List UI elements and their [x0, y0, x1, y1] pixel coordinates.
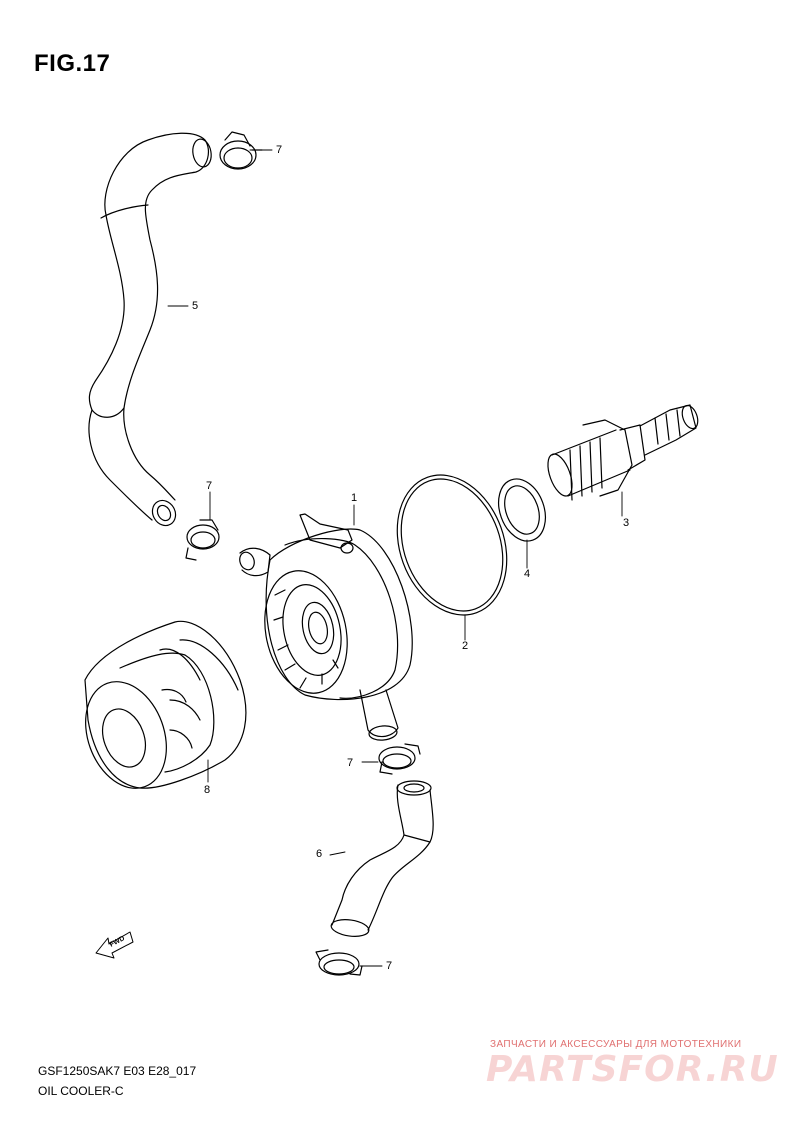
- watermark-logo: PARTSFOR.RU: [486, 1049, 779, 1090]
- fwd-arrow-icon: FWD: [96, 932, 133, 958]
- callout-1: 1: [351, 492, 358, 504]
- callout-6: 6: [316, 848, 323, 860]
- figure-name: OIL COOLER-C: [38, 1084, 124, 1098]
- callout-7-bottom: 7: [386, 960, 393, 972]
- callout-4: 4: [524, 568, 531, 580]
- figure-code: GSF1250SAK7 E03 E28_017: [38, 1064, 197, 1078]
- o-ring: [379, 460, 526, 631]
- gasket-washer: [490, 472, 553, 547]
- callout-7-top: 7: [276, 144, 283, 156]
- callout-5: 5: [192, 300, 199, 312]
- oil-hose-lower: [330, 781, 433, 939]
- callout-2: 2: [462, 640, 469, 652]
- callout-7-mid-right: 7: [347, 757, 354, 769]
- hose-clamp-mid-right: [379, 744, 420, 774]
- callout-7-mid-left: 7: [206, 480, 213, 492]
- hose-clamp-bottom: [316, 950, 362, 975]
- callout-3: 3: [623, 517, 630, 529]
- oil-filter: [71, 621, 245, 799]
- hose-clamp-top: [220, 132, 262, 169]
- figure-title: FIG.17: [34, 50, 111, 77]
- leader-lines: [168, 150, 622, 966]
- callout-8: 8: [204, 784, 211, 796]
- watermark-tagline: ЗАПЧАСТИ И АКСЕССУАРЫ ДЛЯ МОТОТЕХНИКИ: [490, 1039, 742, 1050]
- oil-cooler: [237, 514, 412, 741]
- hose-clamp-mid-left: [186, 520, 219, 560]
- oil-hose-upper: [89, 133, 213, 530]
- union-bolt: [543, 403, 701, 500]
